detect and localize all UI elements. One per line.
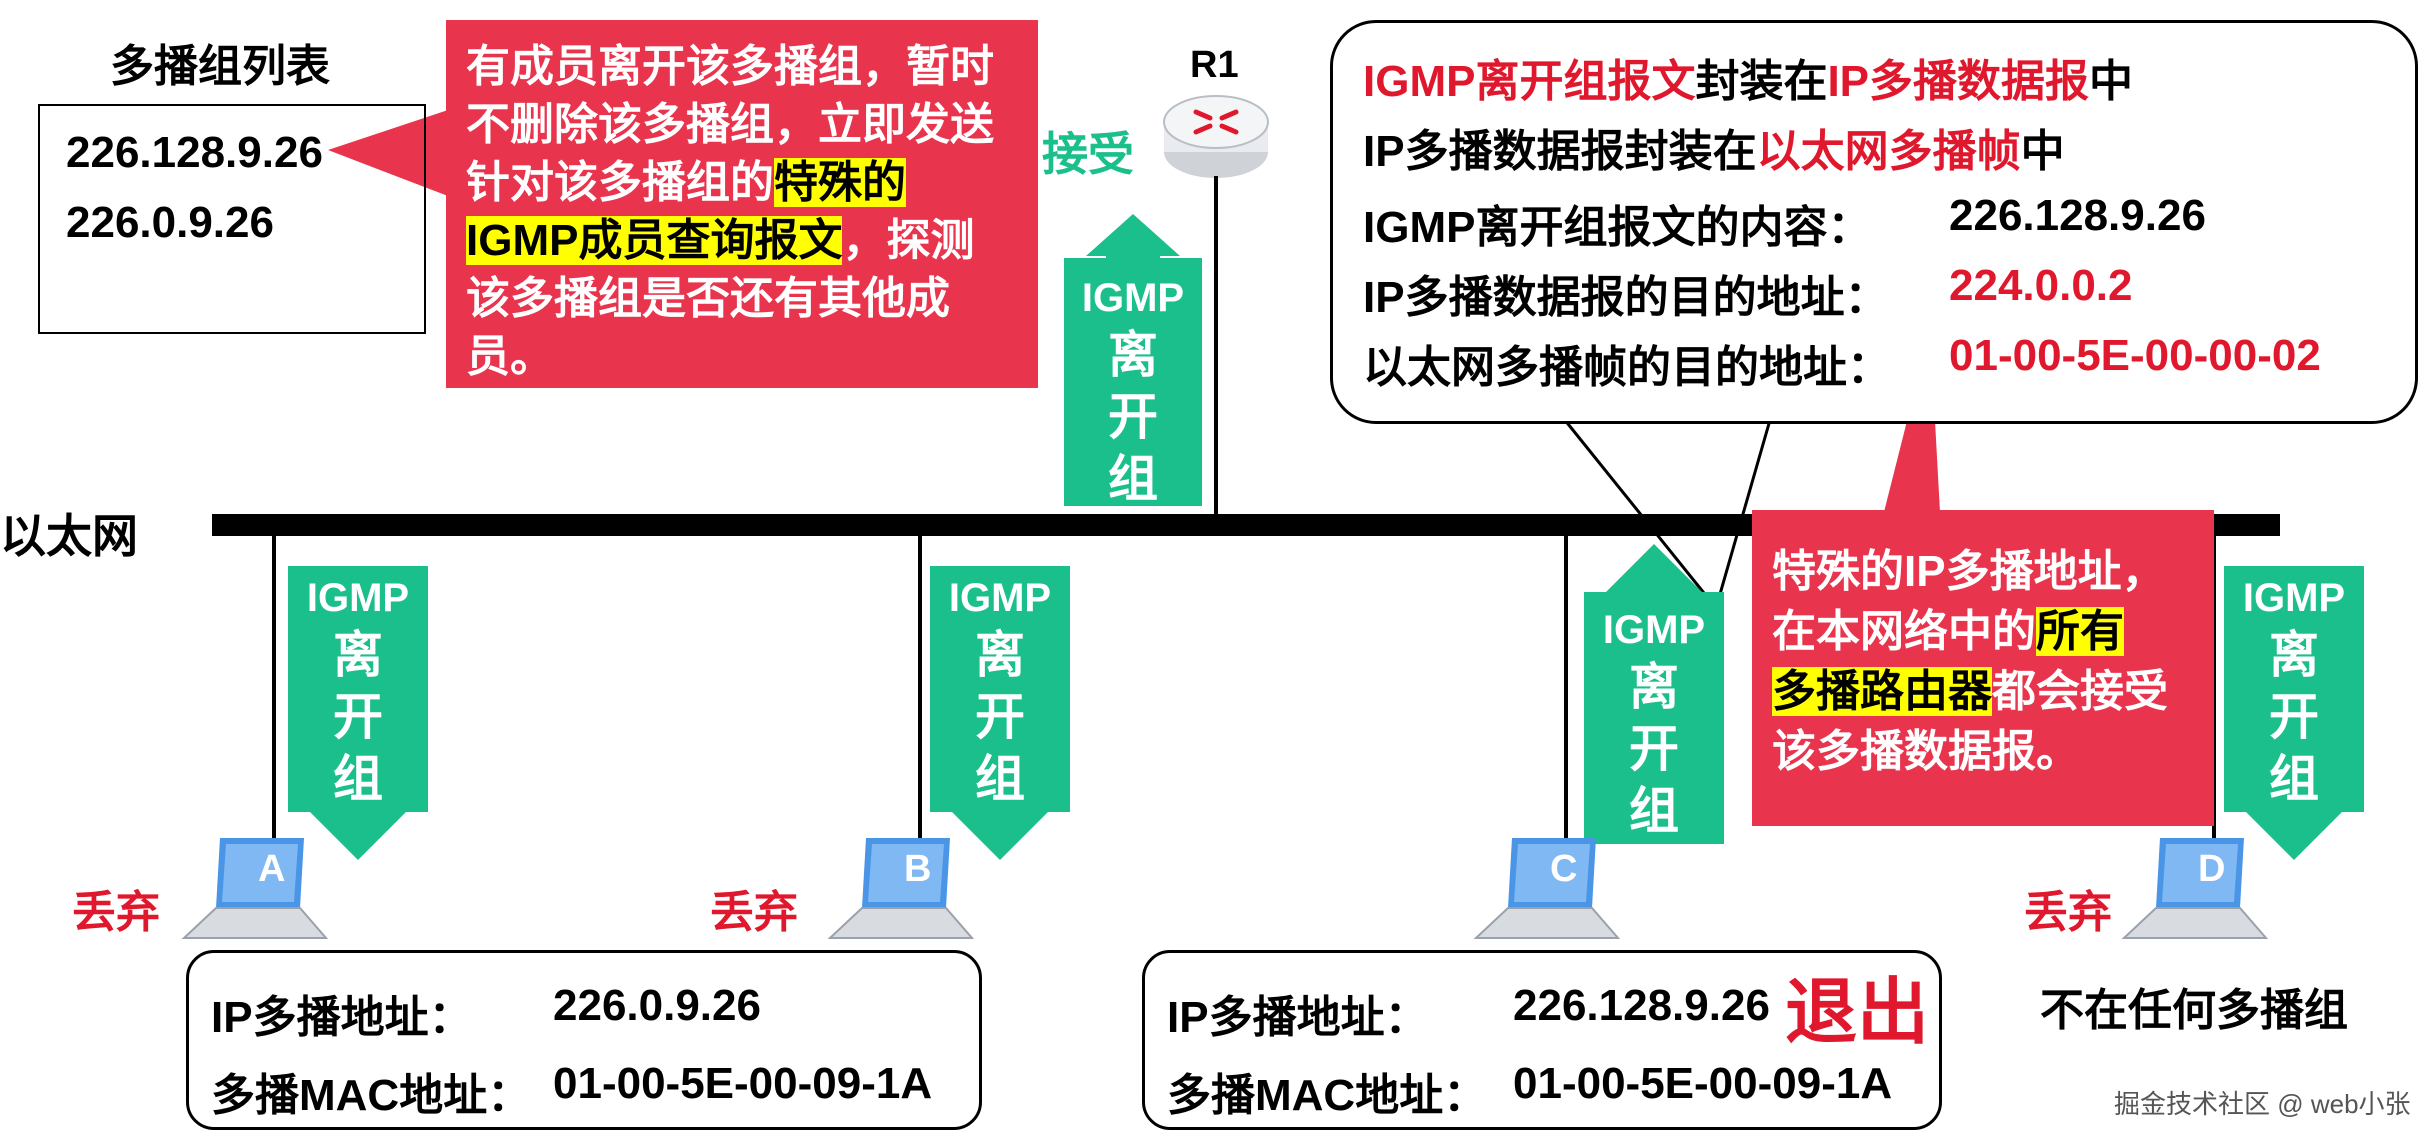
host-c-ip-label: IP多播地址： <box>1167 993 1429 1042</box>
host-ab-mac-value: 01-00-5E-00-09-1A <box>553 1059 933 1108</box>
host-d-drop-label: 丢弃 <box>2024 888 2112 937</box>
callout-left-text: 有成员离开该多播组，暂时不删除该多播组，立即发送针对该多播组的 <box>466 42 994 207</box>
router-link <box>1214 176 1218 516</box>
router-accept-label: 接受 <box>1042 128 1134 180</box>
host-d-link <box>2212 530 2216 840</box>
host-ab-mac-label: 多播MAC地址： <box>211 1071 532 1120</box>
group-list-item: 226.0.9.26 <box>66 198 274 247</box>
router-label: R1 <box>1190 44 1239 86</box>
host-a-link <box>272 530 276 840</box>
router-icon <box>1163 95 1269 178</box>
host-c-link <box>1564 530 1568 840</box>
info-row-mac-dest-value: 01-00-5E-00-00-02 <box>1949 331 2321 380</box>
watermark: 掘金技术社区 @ web小张 <box>2114 1089 2411 1119</box>
info-line-2: IP多播数据报封装在以太网多播帧中 <box>1363 127 2065 176</box>
host-c-exit-label: 退出 <box>1785 973 1930 1053</box>
host-a-letter: A <box>258 848 286 890</box>
host-a-laptop-icon <box>181 838 329 939</box>
callout-right-text-end: 都会接受该多播数据报。 <box>1772 667 2168 776</box>
info-row-mac-dest-label: 以太网多播帧的目的地址： <box>1363 343 1891 392</box>
host-b-laptop-icon <box>827 838 975 939</box>
callout-right-text: 特殊的IP多播地址，在本网络中的 <box>1772 547 2166 656</box>
group-list-title: 多播组列表 <box>110 42 330 91</box>
callout-left-pointer <box>328 110 448 196</box>
info-row-content-value: 226.128.9.26 <box>1949 191 2206 240</box>
info-bubble: IGMP离开组报文封装在IP多播数据报中 IP多播数据报封装在以太网多播帧中 I… <box>1330 20 2418 424</box>
host-a-drop-label: 丢弃 <box>72 888 160 937</box>
callout-right-highlight-all: 所有 <box>2036 607 2124 656</box>
host-b-letter: B <box>904 848 932 890</box>
host-ab-ip-label: IP多播地址： <box>211 993 473 1042</box>
info-row-ip-dest-label: IP多播数据报的目的地址： <box>1363 273 1889 322</box>
host-c-mac-label: 多播MAC地址： <box>1167 1071 1488 1120</box>
info-row-content-label: IGMP离开组报文的内容： <box>1363 203 1872 252</box>
callout-left-text-end: ，探测该多播组是否还有其他成员。 <box>466 216 975 381</box>
host-ab-ip-value: 226.0.9.26 <box>553 981 761 1030</box>
host-d-letter: D <box>2198 848 2226 890</box>
ethernet-label: 以太网 <box>0 510 138 562</box>
host-d-note: 不在任何多播组 <box>2040 986 2348 1035</box>
host-b-drop-label: 丢弃 <box>710 888 798 937</box>
group-list-box: 226.128.9.26 226.0.9.26 <box>38 104 426 334</box>
host-b-link <box>918 530 922 840</box>
callout-left: 有成员离开该多播组，暂时不删除该多播组，立即发送针对该多播组的特殊的IGMP成员… <box>446 20 1038 388</box>
callout-right-highlight-routers: 多播路由器 <box>1772 667 1992 716</box>
host-c-laptop-icon <box>1473 838 1621 939</box>
host-c-letter: C <box>1550 848 1578 890</box>
host-c-ip-value: 226.128.9.26 <box>1513 981 1770 1030</box>
host-c-group-box: IP多播地址： 226.128.9.26 退出 多播MAC地址： 01-00-5… <box>1142 950 1942 1130</box>
info-row-ip-dest-value: 224.0.0.2 <box>1949 261 2133 310</box>
host-ab-group-box: IP多播地址： 226.0.9.26 多播MAC地址： 01-00-5E-00-… <box>186 950 982 1130</box>
group-list-item: 226.128.9.26 <box>66 128 323 177</box>
info-line-1: IGMP离开组报文封装在IP多播数据报中 <box>1363 57 2134 106</box>
host-c-mac-value: 01-00-5E-00-09-1A <box>1513 1059 1893 1108</box>
host-d-laptop-icon <box>2121 838 2269 939</box>
callout-right: 特殊的IP多播地址，在本网络中的所有多播路由器都会接受该多播数据报。 <box>1752 510 2214 826</box>
